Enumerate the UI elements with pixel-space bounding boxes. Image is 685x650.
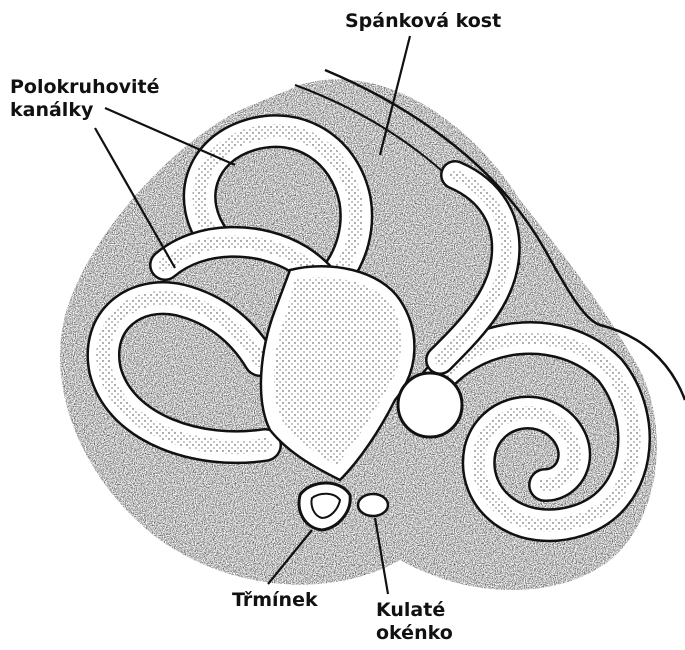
label-round-window-line1: Kulaté bbox=[376, 599, 453, 622]
round-window bbox=[358, 494, 388, 516]
label-semicircular-canals-line2: kanálky bbox=[10, 99, 160, 122]
oval-opening bbox=[398, 373, 462, 437]
label-semicircular-canals: Polokruhovité kanálky bbox=[10, 76, 160, 122]
label-round-window: Kulaté okénko bbox=[376, 599, 453, 645]
label-round-window-line2: okénko bbox=[376, 622, 453, 645]
label-stapes: Třmínek bbox=[232, 589, 318, 612]
label-temporal-bone: Spánková kost bbox=[345, 10, 501, 33]
label-semicircular-canals-line1: Polokruhovité bbox=[10, 76, 160, 99]
